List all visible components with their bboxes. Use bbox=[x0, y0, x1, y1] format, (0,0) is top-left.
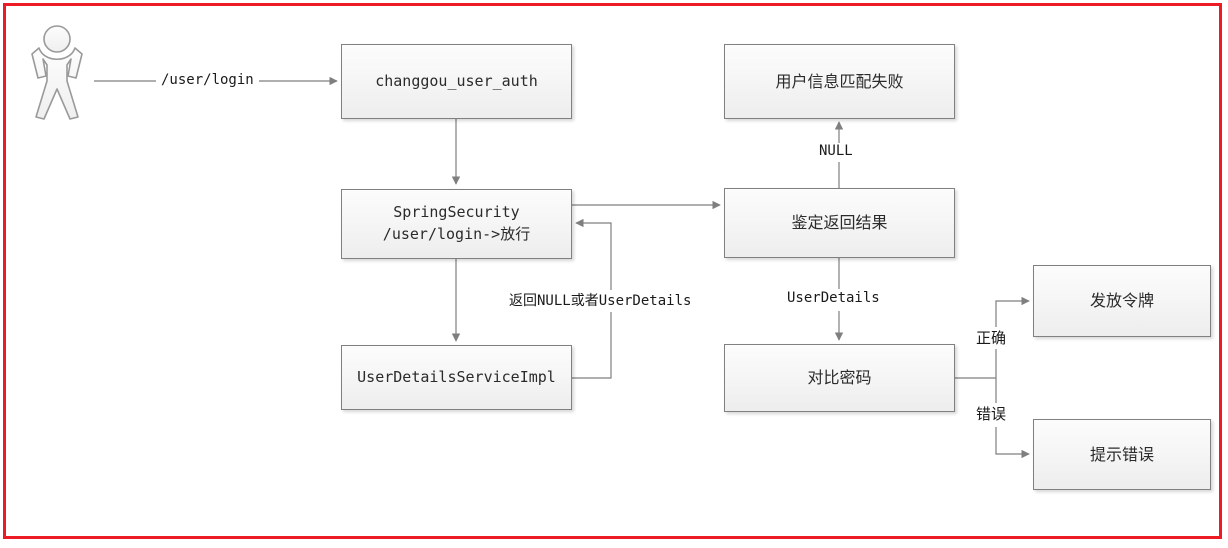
edge-label-null: NULL bbox=[815, 143, 857, 159]
edge-compare-to-token-b bbox=[995, 296, 1030, 327]
node-user-details-service-impl[interactable]: UserDetailsServiceImpl bbox=[341, 345, 572, 410]
node-auth-result[interactable]: 鉴定返回结果 bbox=[724, 188, 955, 258]
edge-impl-to-security-a bbox=[572, 312, 612, 379]
actor-body-icon bbox=[31, 47, 83, 120]
node-spring-security[interactable]: SpringSecurity /user/login->放行 bbox=[341, 189, 572, 259]
node-changgou-user-auth[interactable]: changgou_user_auth bbox=[341, 44, 572, 119]
node-issue-token[interactable]: 发放令牌 bbox=[1033, 265, 1211, 337]
edge-label-user-login: /user/login bbox=[157, 72, 258, 88]
edge-label-userdetails: UserDetails bbox=[783, 290, 884, 306]
node-compare-password[interactable]: 对比密码 bbox=[724, 344, 955, 412]
edge-label-correct: 正确 bbox=[972, 327, 1011, 348]
user-actor[interactable] bbox=[20, 23, 94, 121]
edge-impl-to-security-b bbox=[575, 218, 612, 290]
edge-compare-to-error-b bbox=[995, 427, 1030, 459]
edge-label-error: 错误 bbox=[972, 403, 1011, 424]
actor-head-icon bbox=[43, 25, 71, 53]
node-show-error[interactable]: 提示错误 bbox=[1033, 419, 1211, 490]
node-match-fail[interactable]: 用户信息匹配失败 bbox=[724, 44, 955, 119]
edge-label-return-null-or-userdetails: 返回NULL或者UserDetails bbox=[505, 290, 696, 310]
